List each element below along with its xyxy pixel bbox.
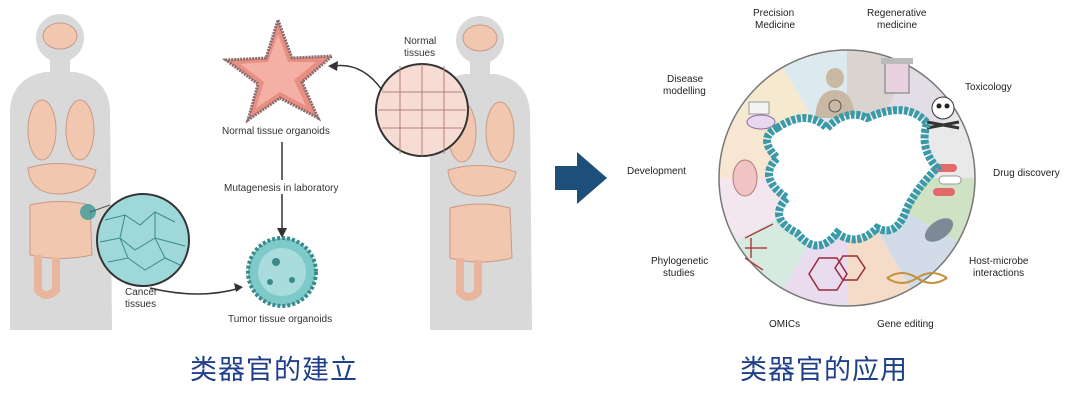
development-label: Development (627, 166, 686, 177)
cancer-tissues-label-line1: Cancer (125, 287, 158, 298)
host-microbe-label-line1: Host-microbe (969, 256, 1029, 267)
normal-tissue-circle (375, 63, 469, 157)
mutagenesis-label: Mutagenesis in laboratory (224, 183, 339, 194)
caption-application: 类器官的应用 (740, 355, 908, 386)
transition-arrow (555, 152, 607, 204)
right-body-silhouette (430, 16, 532, 330)
host-microbe-label-line2: interactions (973, 268, 1024, 279)
regenerative-medicine-label-line2: medicine (877, 20, 917, 31)
tumor-tissue-organoids-label: Tumor tissue organoids (228, 314, 332, 325)
left-body-silhouette (10, 14, 112, 330)
disease-modelling-label-line1: Disease (667, 74, 704, 85)
organoid-applications-wheel: Precision Medicine Regenerative medicine… (627, 8, 1060, 330)
phylogenetic-studies-label-line2: studies (663, 268, 695, 279)
normal-to-organoid-arrow (333, 64, 383, 91)
microbe-icon (924, 218, 954, 242)
gene-editing-label: Gene editing (877, 319, 934, 330)
hexagon-icon (808, 255, 866, 291)
dna-helix-icon (886, 272, 948, 284)
cancer-tissues-label-line2: tissues (125, 299, 156, 310)
phylogenetic-studies-label-line1: Phylogenetic (651, 256, 708, 267)
person-target-icon (815, 68, 855, 118)
phylogenetic-tree-icon (744, 223, 774, 271)
tumor-organoid (246, 236, 318, 308)
central-organoid (763, 106, 943, 250)
skull-icon (926, 96, 960, 130)
normal-to-organoid-arrowhead (328, 61, 338, 71)
normal-tissues-label-line2: tissues (404, 48, 435, 59)
omics-label: OMICs (769, 319, 800, 330)
cancer-tissue-circle (89, 193, 190, 287)
normal-organoid (221, 15, 337, 124)
organoid-establishment-diagram: Cancer tissues Normal tissue organoids M… (10, 14, 532, 330)
drug-discovery-label: Drug discovery (993, 168, 1060, 179)
embryo-icon (732, 159, 758, 197)
precision-medicine-label-line1: Precision (753, 8, 794, 19)
normal-tissue-organoids-label: Normal tissue organoids (222, 126, 330, 137)
mutagenesis-arrowhead (277, 228, 287, 238)
petri-dish-icon (746, 101, 776, 130)
caption-establishment: 类器官的建立 (190, 355, 358, 386)
normal-tissues-label-line1: Normal (404, 36, 436, 47)
bioreactor-icon (881, 58, 913, 94)
regenerative-medicine-label-line1: Regenerative (867, 8, 927, 19)
precision-medicine-label-line2: Medicine (755, 20, 795, 31)
disease-modelling-label-line2: modelling (663, 86, 706, 97)
cancer-to-tumor-arrow (149, 287, 241, 295)
cancer-to-tumor-arrowhead (234, 283, 243, 292)
toxicology-label: Toxicology (965, 82, 1012, 93)
